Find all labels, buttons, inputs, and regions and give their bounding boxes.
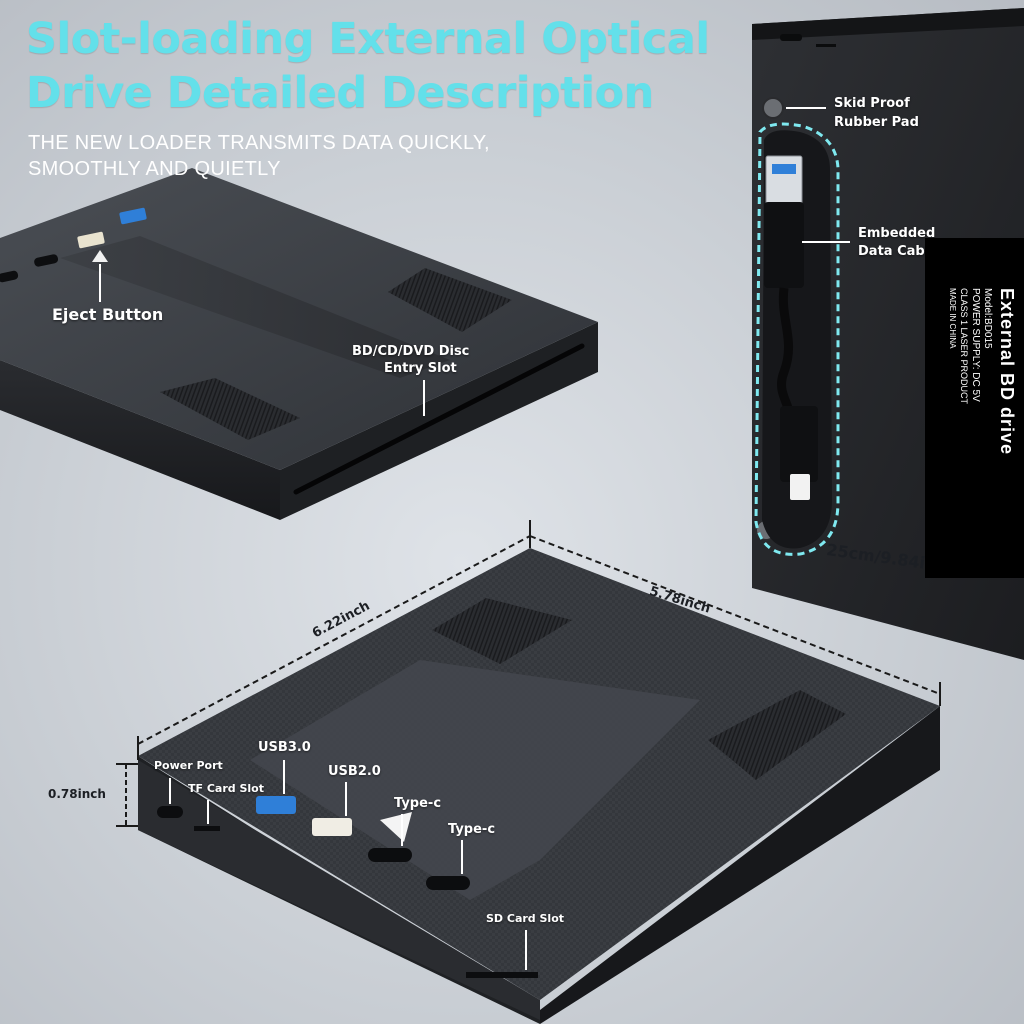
main-drive-front-face [138, 760, 540, 1020]
main-drive-vent-right [708, 690, 846, 780]
cable-outline [754, 122, 840, 556]
typec-2-label: Type-c [448, 822, 496, 837]
rubber-pad-label-line-2: Rubber Pad [834, 115, 919, 130]
page-title-line-1: Slot-loading External Optical [26, 14, 710, 64]
subtitle-line-2: SMOOTHLY AND QUIETLY [28, 158, 281, 180]
usb-c-plug-body [780, 406, 818, 482]
disc-slot-label-line-1: BD/CD/DVD Disc [352, 344, 470, 359]
panel-model: Model:BD015 [982, 288, 993, 349]
length-dimension-line [137, 535, 531, 745]
side-drive-edge-slot [816, 44, 836, 47]
typec-1-label: Type-c [394, 796, 442, 811]
top-drive-center-stripe [60, 236, 450, 378]
dimension-lines [116, 520, 941, 827]
top-drive-typec-port [34, 254, 59, 267]
usb2-port [312, 818, 352, 836]
typec-port-1 [368, 848, 412, 862]
top-drive-typec-port-2 [0, 270, 19, 283]
usb-a-plug-body [764, 202, 804, 288]
main-drive-center-stripe [250, 660, 700, 900]
side-drive [752, 8, 1024, 660]
top-drive-usb3-port [119, 207, 147, 225]
usb-c-plug-tip [790, 474, 810, 500]
main-drive [138, 548, 940, 1024]
rubber-pad-top [762, 97, 784, 119]
width-dimension-line [529, 535, 941, 695]
page-title-line-2: Drive Detailed Description [26, 68, 654, 118]
side-drive-top-edge [752, 8, 1024, 40]
panel-made: MADE IN CHINA [948, 288, 957, 349]
typec-port-2 [426, 876, 470, 890]
product-label-panel: External BD drive Model:BD015 POWER SUPP… [925, 238, 1024, 578]
height-dimension-label: 0.78inch [48, 787, 106, 801]
sd-card-slot [466, 972, 538, 978]
usb2-label: USB2.0 [328, 764, 381, 779]
usb-a-plug-tongue [772, 164, 796, 174]
sd-card-slot-label: SD Card Slot [486, 912, 565, 925]
main-drive-side [540, 706, 940, 1024]
rubber-pad-label-line-1: Skid Proof [834, 96, 910, 111]
data-cable-label-line-1: Embedded [858, 226, 936, 241]
top-drive-side [0, 360, 280, 520]
top-drive [0, 168, 598, 520]
side-drive-edge-port [780, 34, 802, 41]
usb3-port [256, 796, 296, 814]
power-port [157, 806, 183, 818]
panel-class: CLASS 1 LASER PRODUCT [959, 288, 969, 405]
main-drive-vent-back [432, 598, 572, 664]
power-port-label: Power Port [154, 759, 223, 772]
panel-title: External BD drive [997, 288, 1017, 456]
usb3-label: USB3.0 [258, 740, 311, 755]
panel-power: POWER SUPPLY: DC 5V [970, 288, 981, 402]
top-drive-usb2-port [77, 231, 105, 249]
eject-triangle [380, 812, 412, 842]
top-drive-vent-left [160, 378, 300, 440]
tf-card-slot [194, 826, 220, 831]
usb-a-plug-metal [765, 155, 803, 205]
cable-wire [777, 287, 794, 414]
subtitle-line-1: THE NEW LOADER TRANSMITS DATA QUICKLY, [28, 132, 490, 154]
top-drive-eject-button [92, 250, 108, 262]
top-drive-vent-right [388, 268, 512, 332]
data-cable-label-line-2: Data Cable [858, 244, 938, 259]
top-drive-disc-slot [293, 343, 585, 495]
disc-slot-label-line-2: Entry Slot [384, 361, 457, 376]
eject-button-label: Eject Button [52, 305, 164, 324]
tf-card-slot-label: TF Card Slot [188, 782, 264, 795]
